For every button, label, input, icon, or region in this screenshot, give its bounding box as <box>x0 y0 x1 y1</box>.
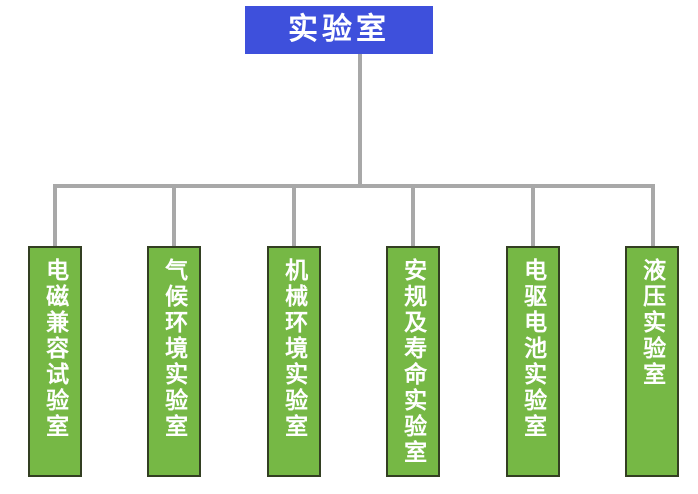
connector-root-stem <box>358 54 362 186</box>
child-node-mechanical-env-lab: 机械环境实验室 <box>267 246 321 477</box>
connector-horizontal-bar <box>53 184 655 188</box>
connector-drop-3 <box>292 188 296 246</box>
child-node-label: 机械环境实验室 <box>281 258 308 440</box>
child-node-label: 电磁兼容试验室 <box>42 258 69 440</box>
connector-drop-2 <box>172 188 176 246</box>
child-node-hydraulic-lab: 液压实验室 <box>625 246 679 477</box>
connector-drop-4 <box>411 188 415 246</box>
connector-drop-6 <box>651 188 655 246</box>
child-node-label: 液压实验室 <box>639 258 666 388</box>
root-node-label: 实验室 <box>288 13 390 46</box>
child-node-safety-life-lab: 安规及寿命实验室 <box>386 246 440 477</box>
child-node-label: 气候环境实验室 <box>161 258 188 440</box>
child-node-label: 安规及寿命实验室 <box>400 258 427 466</box>
connector-drop-5 <box>531 188 535 246</box>
child-node-climate-env-lab: 气候环境实验室 <box>147 246 201 477</box>
root-node-lab: 实验室 <box>245 6 433 54</box>
child-node-edrive-battery-lab: 电驱电池实验室 <box>506 246 560 477</box>
child-node-label: 电驱电池实验室 <box>520 258 547 440</box>
child-node-emc-test-lab: 电磁兼容试验室 <box>28 246 82 477</box>
connector-drop-1 <box>53 188 57 246</box>
